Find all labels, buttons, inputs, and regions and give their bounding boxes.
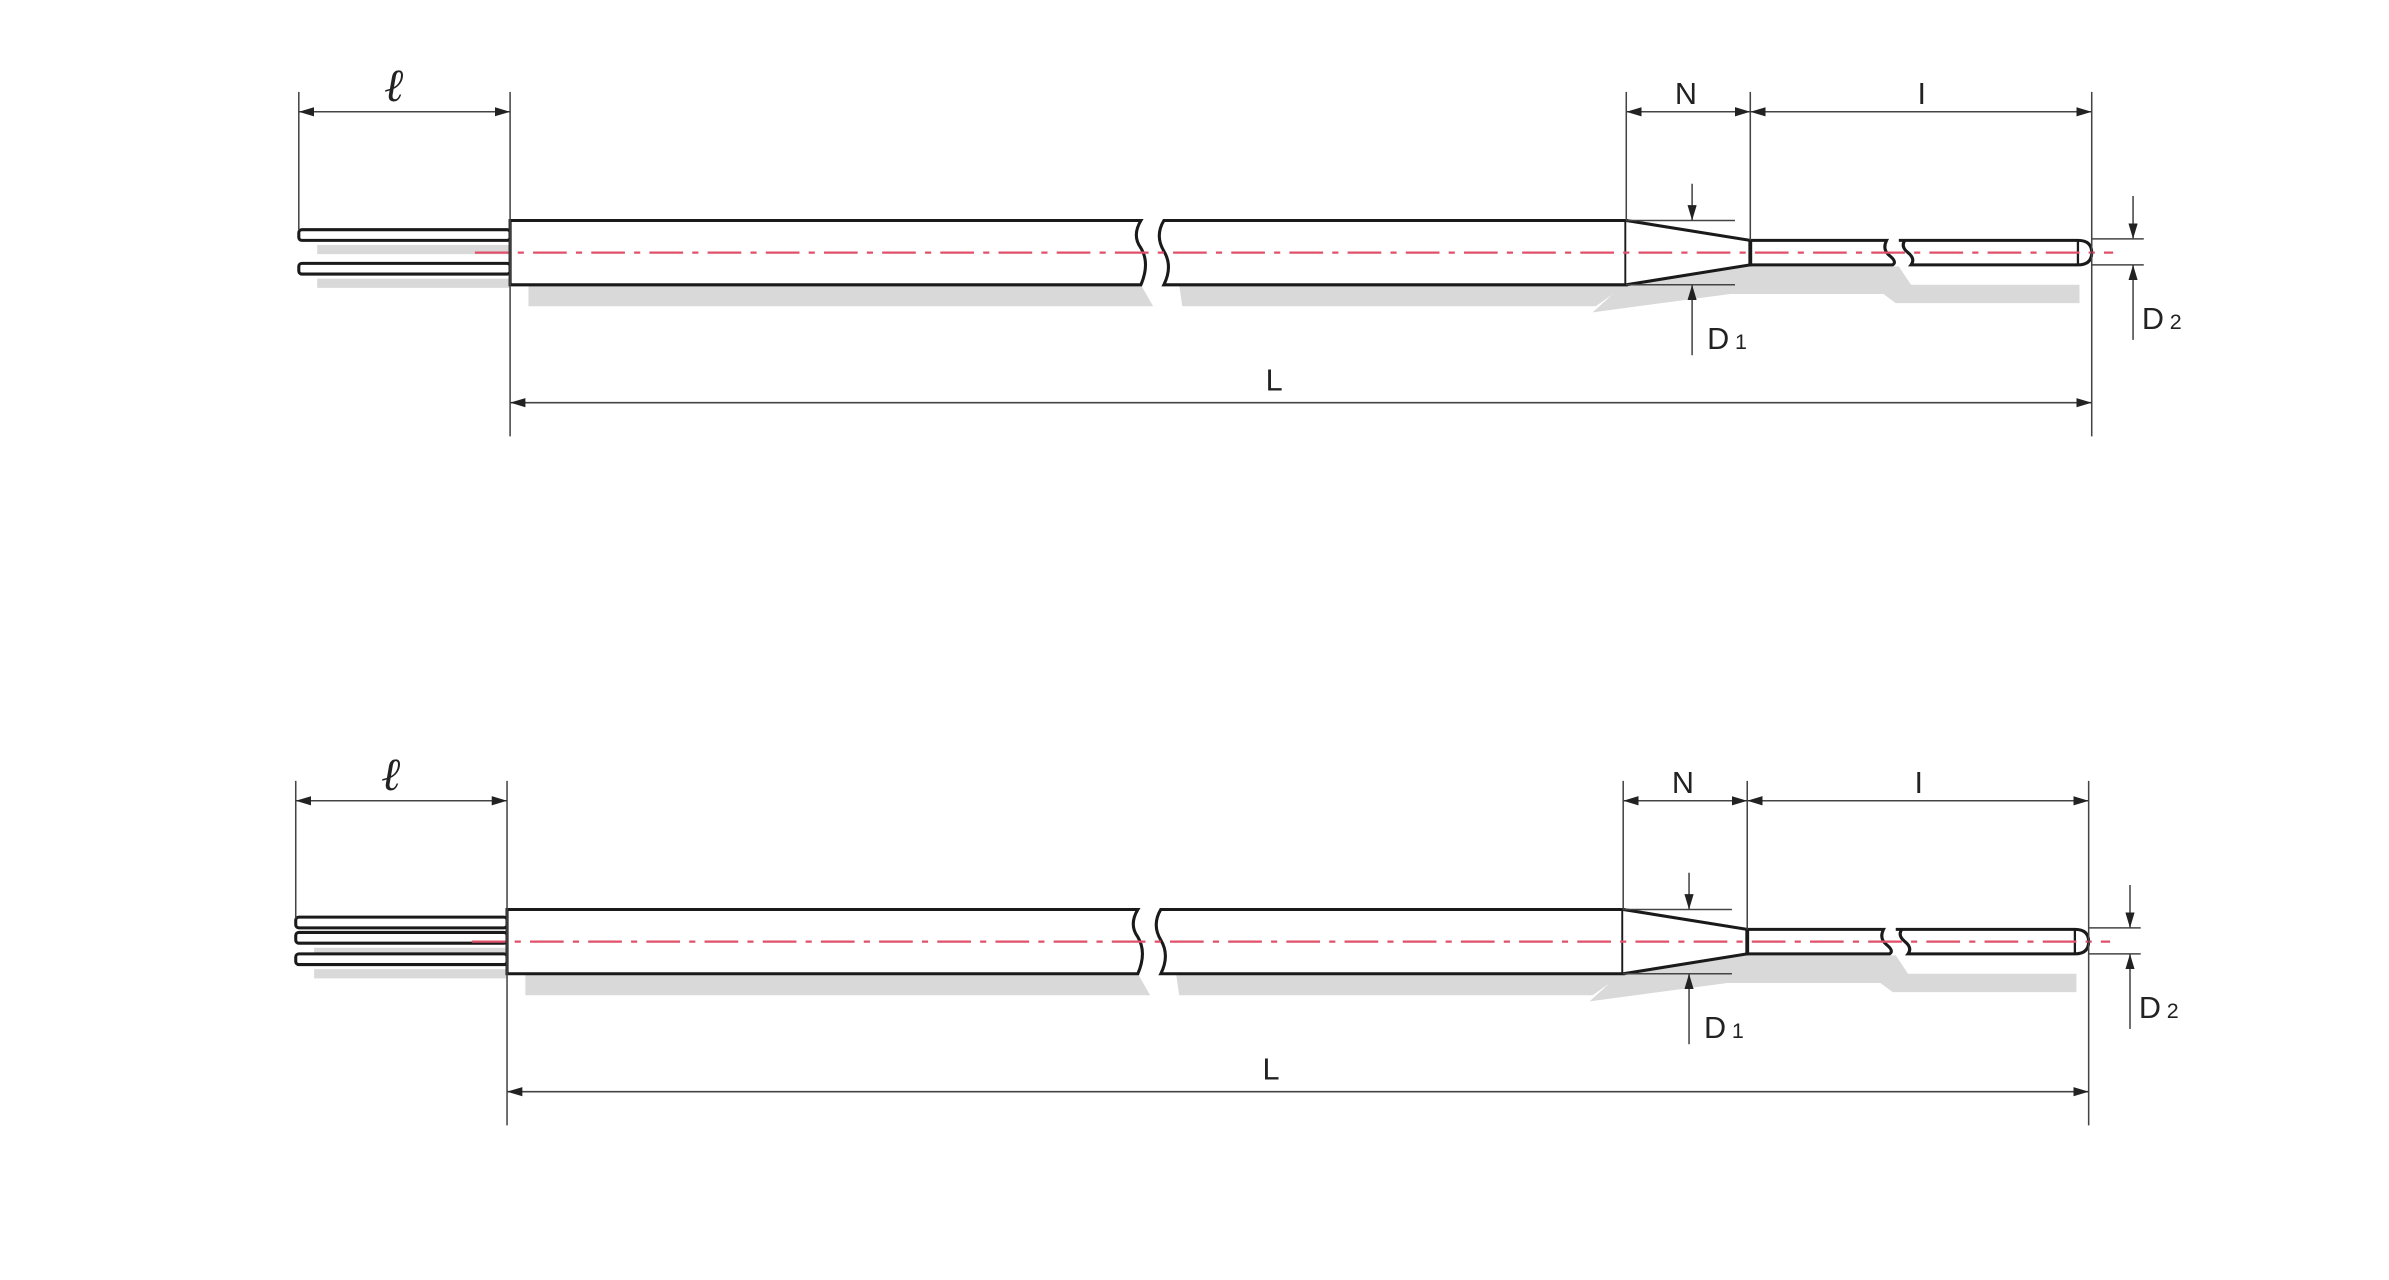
wire-shadow <box>317 278 511 288</box>
drop-shadow <box>528 266 2080 313</box>
total-length-label: L <box>1266 363 1283 397</box>
lead-wire <box>294 952 509 967</box>
lead-wire <box>297 228 512 242</box>
insert-length-label: I <box>1918 77 1927 111</box>
d2-label: D <box>2139 991 2161 1025</box>
probe-tip <box>1748 238 2094 267</box>
drop-shadow <box>525 955 2077 1002</box>
total-length-label: L <box>1263 1052 1280 1086</box>
insert-length-label: I <box>1914 766 1923 800</box>
d1-label: D <box>1704 1011 1726 1045</box>
lead-length-label: ℓ <box>381 747 400 801</box>
lead-wire <box>297 261 512 276</box>
d1-subscript: 1 <box>1735 330 1747 354</box>
wire-shadow <box>317 244 511 255</box>
neck-label: N <box>1675 77 1697 111</box>
d1-label: D <box>1707 322 1729 356</box>
d2-subscript: 2 <box>2170 310 2182 334</box>
neck-label: N <box>1672 766 1694 800</box>
lead-length-label: ℓ <box>384 58 403 112</box>
lead-wire <box>294 915 509 930</box>
wire-shadow <box>314 969 508 979</box>
d1-subscript: 1 <box>1732 1019 1744 1043</box>
d2-subscript: 2 <box>2167 999 2179 1023</box>
d2-label: D <box>2142 302 2164 336</box>
probe-tip <box>1745 927 2091 956</box>
